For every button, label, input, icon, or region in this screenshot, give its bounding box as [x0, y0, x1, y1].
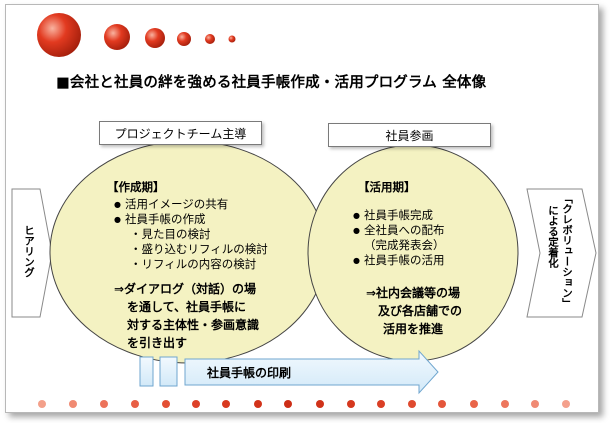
circle-decoration	[104, 24, 130, 50]
create-phase-note-line: ⇒ダイアログ（対話）の場	[114, 282, 257, 296]
print-arrow-block-1	[139, 356, 154, 387]
page-title: ■会社と社員の絆を強める社員手帳作成・活用プログラム 全体像	[56, 75, 487, 91]
create-phase-heading: 【作成期】	[107, 180, 165, 194]
use-phase-note-line: 及び各店舗での	[378, 304, 463, 318]
create-phase-sub-item: ・盛り込むリフィルの検討	[130, 242, 268, 256]
dot-decoration	[162, 400, 170, 408]
dot-decoration	[131, 400, 139, 408]
circle-decoration	[177, 32, 191, 46]
create-phase-item: 社員手帳の作成	[114, 212, 206, 228]
use-phase-item: 社員手帳の活用	[353, 253, 445, 269]
circle-decoration	[37, 13, 81, 57]
slide: ■会社と社員の絆を強める社員手帳作成・活用プログラム 全体像 プロジェクトチーム…	[5, 4, 599, 413]
left-arrow-shape	[11, 188, 53, 318]
create-phase-note-line: を引き出す	[127, 336, 188, 350]
use-phase-sub-item: （完成発表会）	[364, 238, 445, 252]
print-arrow-label: 社員手帳の印刷	[207, 366, 292, 380]
decorative-circles-top	[37, 13, 236, 57]
create-phase-note-line: を通して、社員手帳に	[127, 300, 247, 314]
dot-decoration	[316, 400, 324, 408]
dot-decoration	[501, 400, 509, 408]
use-phase-note-line: ⇒社内会議等の場	[366, 286, 461, 300]
circle-decoration	[145, 28, 165, 48]
dot-decoration	[347, 400, 355, 408]
dot-decoration	[254, 400, 262, 408]
right-arrow-label-line-1: 「クレボリューション」	[561, 193, 573, 309]
dot-decoration	[192, 400, 200, 408]
print-arrow-shape	[184, 349, 439, 395]
dot-decoration	[562, 400, 570, 408]
circle-decoration	[228, 35, 236, 43]
dot-decoration	[470, 400, 478, 408]
right-arrow-shape	[526, 188, 597, 318]
use-phase-item: 社員手帳完成	[353, 208, 433, 224]
dot-decoration	[377, 400, 385, 408]
circle-decoration	[205, 34, 215, 44]
project-team-label: プロジェクトチーム主導	[99, 121, 262, 145]
decorative-dots-bottom	[38, 400, 570, 408]
create-phase-sub-item: ・リフィルの内容の検討	[130, 257, 257, 271]
create-phase-note-line: 対する主体性・参画意識	[127, 318, 260, 332]
dot-decoration	[438, 400, 446, 408]
dot-decoration	[100, 400, 108, 408]
dot-decoration	[69, 400, 77, 408]
participation-label: 社員参画	[328, 123, 491, 147]
hearing-label: ヒアリング	[23, 225, 35, 278]
dot-decoration	[531, 400, 539, 408]
dot-decoration	[222, 400, 230, 408]
create-phase-item: 活用イメージの共有	[114, 197, 228, 213]
use-phase-heading: 【活用期】	[358, 180, 416, 194]
dot-decoration	[284, 400, 292, 408]
print-arrow-block-2	[159, 356, 178, 387]
right-arrow-label-line-2: による定着化	[547, 205, 559, 268]
use-phase-note-line: 活用を推進	[383, 322, 444, 336]
dot-decoration	[38, 400, 46, 408]
diagram-graphics	[11, 140, 597, 395]
create-phase-sub-item: ・見た目の検討	[130, 227, 211, 241]
dot-decoration	[408, 400, 416, 408]
use-phase-item: 全社員への配布	[353, 223, 445, 239]
